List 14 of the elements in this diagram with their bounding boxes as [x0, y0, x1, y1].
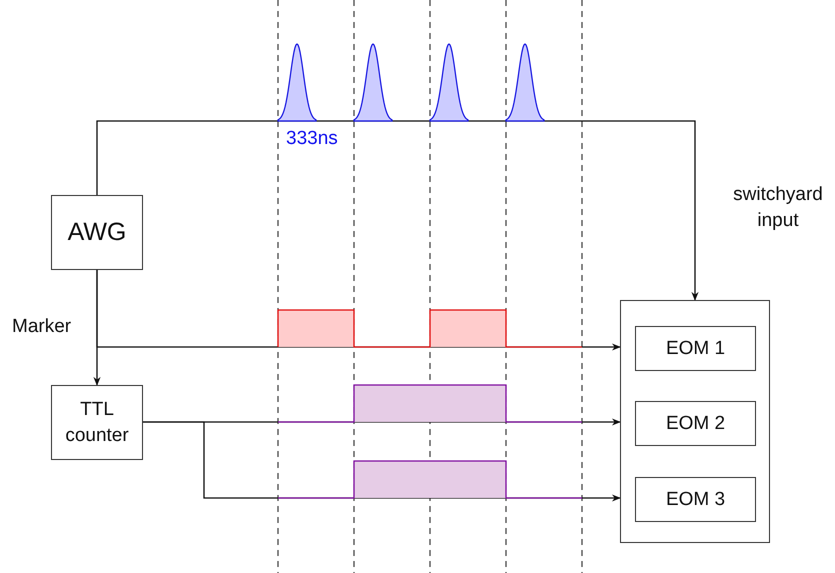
node-label: EOM 3 [666, 488, 726, 512]
node-label: EOM 1 [666, 336, 726, 361]
node-label: AWG [68, 216, 126, 248]
pulse-spacing-label: 333ns [286, 127, 338, 151]
process-box [635, 401, 756, 446]
process-box [51, 385, 143, 460]
switchyard-box [620, 300, 770, 543]
edge-label: Marker [12, 316, 72, 338]
process-box [635, 326, 756, 371]
node-label: EOM 2 [666, 412, 726, 436]
node-label: TTL counter [64, 398, 130, 448]
process-box [635, 477, 756, 522]
input-label: switchyard input [732, 183, 824, 233]
process-box [51, 195, 143, 270]
